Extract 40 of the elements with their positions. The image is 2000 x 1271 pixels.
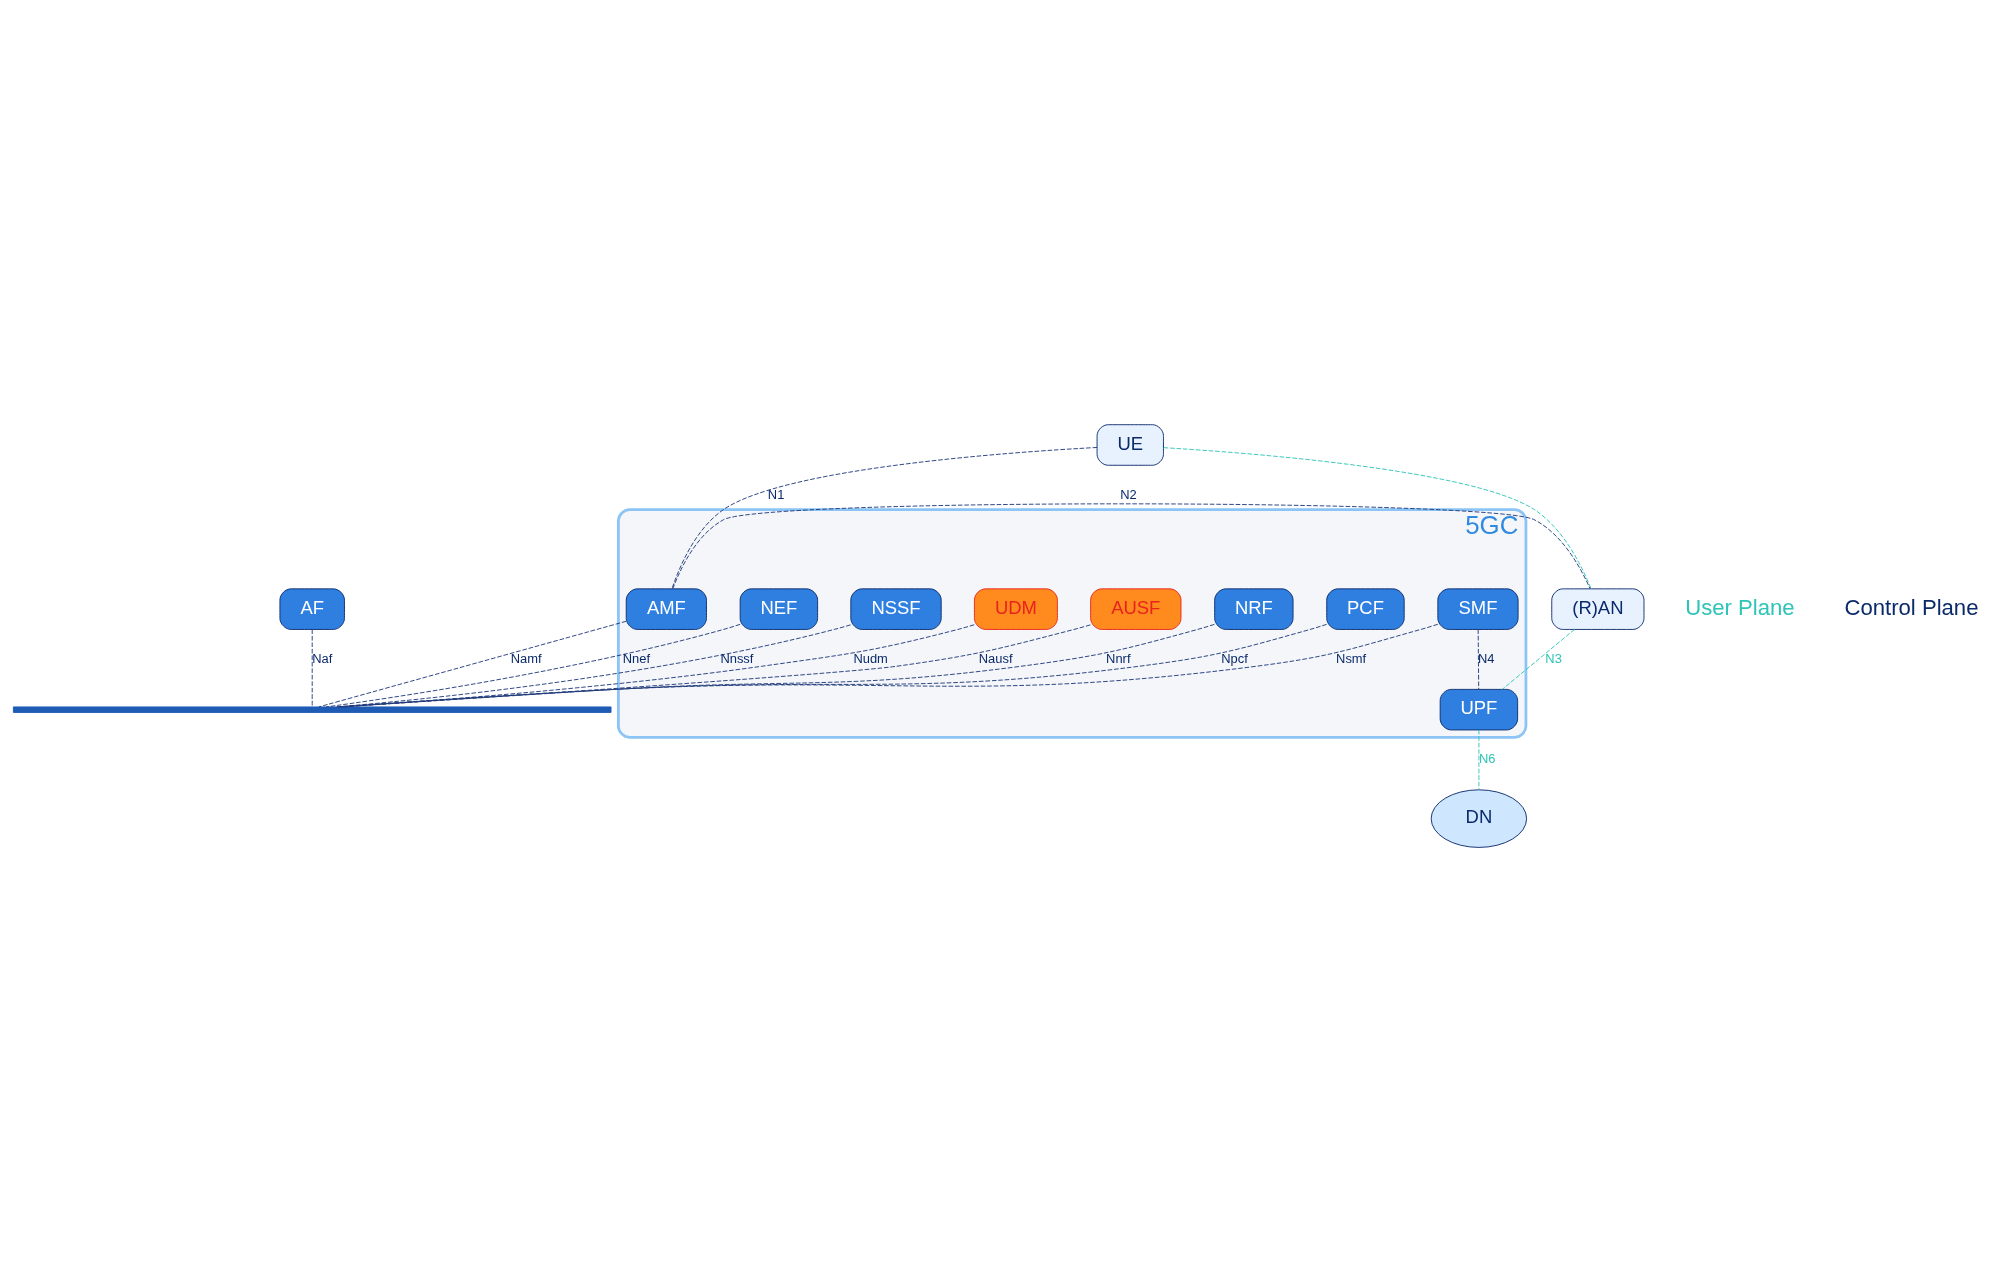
node-box: PCF	[1326, 587, 1405, 630]
node-box: (R)AN	[1551, 587, 1645, 630]
connector	[1501, 628, 1575, 690]
node-box: SMF	[1437, 587, 1519, 630]
edge-label: Nnrf	[1106, 650, 1131, 666]
edge-label: Nnef	[622, 650, 651, 666]
edge-label: N6	[1478, 750, 1496, 766]
edge-label: Naf	[312, 650, 333, 666]
edge-label: Nudm	[853, 650, 888, 666]
connector	[318, 620, 627, 707]
edge-label: Nsmf	[1336, 650, 1367, 666]
connector	[1163, 446, 1592, 589]
node-box: AF	[279, 587, 345, 630]
edge-label: N1	[767, 486, 785, 502]
node-box: AUSF	[1090, 587, 1182, 630]
node-box: UPF	[1439, 688, 1519, 730]
connector	[672, 502, 1591, 589]
legend-label: Control Plane	[1844, 594, 1979, 620]
node-box: NEF	[739, 587, 819, 630]
node-box: UDM	[973, 587, 1058, 630]
connector	[325, 623, 741, 707]
node-ellipse: DN	[1430, 788, 1528, 848]
node-bar	[12, 705, 612, 713]
edge-label: Namf	[510, 650, 542, 666]
connector	[335, 623, 852, 707]
node-box: AMF	[625, 587, 707, 630]
legend-label: User Plane	[1685, 594, 1795, 620]
connector	[1477, 628, 1480, 690]
edge-label: N3	[1545, 650, 1562, 666]
node-box: NRF	[1214, 587, 1294, 630]
connector	[1478, 729, 1480, 790]
connector	[671, 446, 1098, 589]
connector	[311, 628, 313, 707]
edge-label: Npcf	[1221, 650, 1248, 666]
node-box: UE	[1096, 423, 1164, 466]
edge-label: N2	[1120, 486, 1137, 502]
node-box: NSSF	[850, 587, 942, 630]
edge-label: Nnssf	[720, 650, 754, 666]
edge-label: N4	[1478, 650, 1495, 666]
edge-label: Nausf	[978, 650, 1013, 666]
